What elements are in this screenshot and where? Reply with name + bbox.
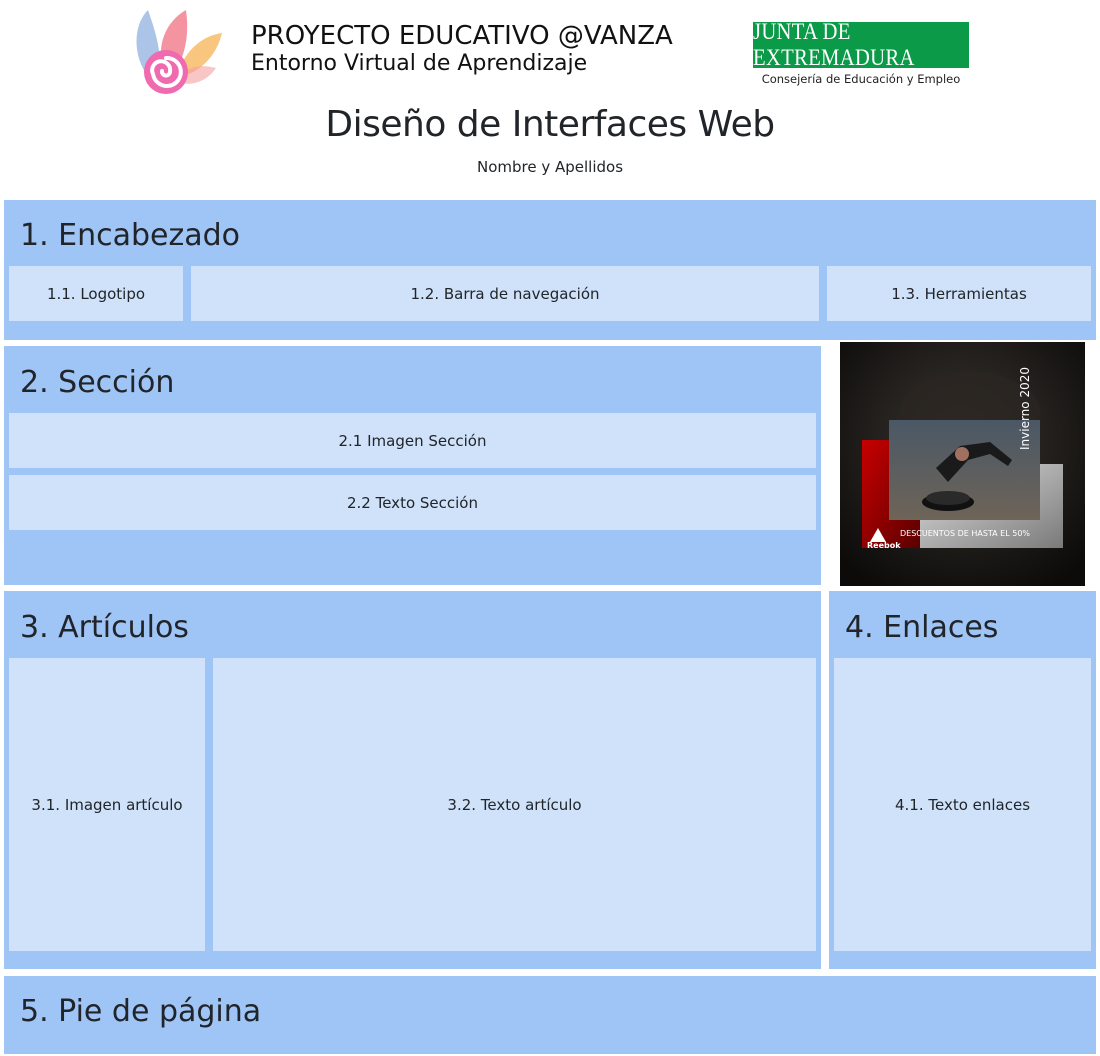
avanza-logo-icon	[128, 8, 224, 98]
header-title: 1. Encabezado	[20, 218, 241, 253]
links-title: 4. Enlaces	[845, 610, 999, 645]
junta-logo: JUNTA DE EXTREMADURA Consejería de Educa…	[741, 19, 981, 86]
reebok-ad-image: Invierno 2020 DESCUENTOS DE HASTA EL 50%…	[840, 342, 1085, 586]
ad-discount-text: DESCUENTOS DE HASTA EL 50%	[900, 529, 1031, 538]
header-logo-cell: 1.1. Logotipo	[9, 266, 183, 321]
brand-block: PROYECTO EDUCATIVO @VANZA Entorno Virtua…	[251, 20, 673, 78]
junta-title: JUNTA DE EXTREMADURA	[753, 19, 969, 70]
header-block: 1. Encabezado 1.1. Logotipo 1.2. Barra d…	[4, 200, 1096, 340]
header-tools-cell: 1.3. Herramientas	[827, 266, 1091, 321]
links-block: 4. Enlaces 4.1. Texto enlaces	[829, 591, 1096, 969]
footer-block: 5. Pie de página	[4, 976, 1096, 1054]
page-title: Diseño de Interfaces Web	[325, 104, 775, 145]
header-nav-cell: 1.2. Barra de navegación	[191, 266, 819, 321]
articles-title: 3. Artículos	[20, 610, 189, 645]
articles-block: 3. Artículos 3.1. Imagen artículo 3.2. T…	[4, 591, 821, 969]
junta-subtitle: Consejería de Educación y Empleo	[761, 72, 961, 86]
footer-title: 5. Pie de página	[20, 994, 262, 1029]
page-author: Nombre y Apellidos	[476, 158, 624, 176]
section-block: 2. Sección 2.1 Imagen Sección 2.2 Texto …	[4, 346, 821, 585]
section-title: 2. Sección	[20, 365, 175, 400]
brand-title: PROYECTO EDUCATIVO @VANZA	[251, 21, 673, 51]
article-text-cell: 3.2. Texto artículo	[213, 658, 816, 951]
links-text-cell: 4.1. Texto enlaces	[834, 658, 1091, 951]
article-image-cell: 3.1. Imagen artículo	[9, 658, 205, 951]
ad-season-text: Invierno 2020	[1018, 367, 1032, 450]
section-image-cell: 2.1 Imagen Sección	[9, 413, 816, 468]
ad-brand-text: Reebok	[867, 541, 901, 550]
section-text-cell: 2.2 Texto Sección	[9, 475, 816, 530]
brand-subtitle: Entorno Virtual de Aprendizaje	[251, 51, 588, 76]
